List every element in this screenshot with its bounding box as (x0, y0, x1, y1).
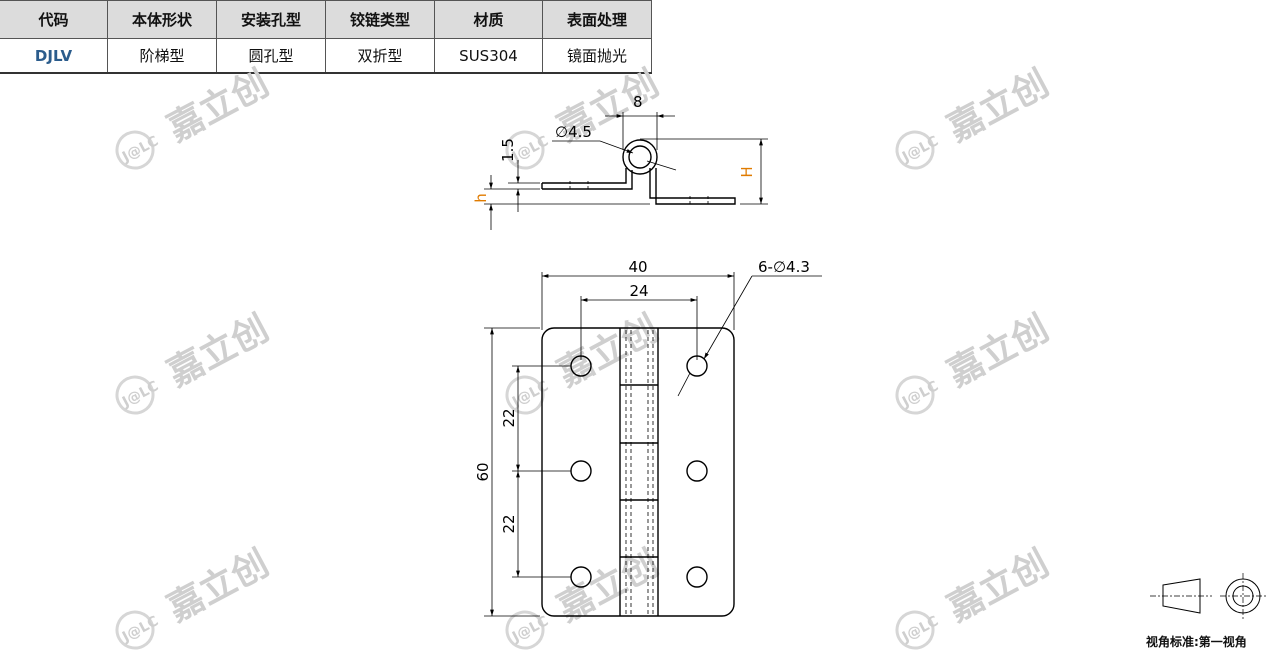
front-view (541, 327, 735, 617)
watermark-logo: J@LC (509, 378, 551, 411)
dim-top-width: 8 (633, 93, 643, 111)
watermarks: J@LC 嘉立创 J@LC 嘉立创 J@LC 嘉立创 J@LC 嘉立创 J@LC… (115, 63, 1056, 650)
watermark-name: 嘉立创 (941, 63, 1056, 150)
spec-table: 代码 本体形状 安装孔型 铰链类型 材质 表面处理 DJLV 阶梯型 圆孔型 双… (0, 0, 652, 74)
dim-pitch-2: 22 (500, 514, 518, 533)
watermark-logo: J@LC (119, 613, 161, 646)
dim-length: 60 (474, 462, 492, 481)
dim-hole-count: 6-∅4.3 (758, 258, 810, 276)
watermark-logo: J@LC (899, 613, 941, 646)
watermark-logo: J@LC (119, 133, 161, 166)
knuckle-hidden-lines (625, 330, 654, 614)
watermark-name: 嘉立创 (161, 63, 276, 150)
watermark-3: J@LC 嘉立创 (895, 63, 1056, 170)
projection-label: 视角标准:第一视角 (1146, 635, 1247, 649)
front-view-labels: 40 24 6-∅4.3 60 22 22 (474, 258, 810, 534)
watermark-logo: J@LC (509, 613, 551, 646)
projection-symbol (1150, 573, 1266, 619)
header-body-shape: 本体形状 (107, 0, 217, 39)
side-view-labels: 8 ∅4.5 1.5 h H (472, 93, 756, 203)
side-view (541, 139, 736, 206)
front-view-dims (484, 272, 822, 617)
cell-body-shape: 阶梯型 (107, 38, 217, 74)
cell-hole-type: 圆孔型 (216, 38, 326, 74)
side-left-flange (542, 168, 633, 190)
side-right-flange (649, 168, 736, 205)
watermark-9: J@LC 嘉立创 (895, 543, 1056, 650)
header-hinge-type: 铰链类型 (325, 0, 435, 39)
cell-hinge-type: 双折型 (325, 38, 435, 74)
dim-thickness: 1.5 (499, 138, 517, 162)
dim-height-H: H (738, 166, 756, 177)
watermark-5: J@LC 嘉立创 (505, 308, 666, 415)
watermark-name: 嘉立创 (161, 543, 276, 630)
spec-header-row: 代码 本体形状 安装孔型 铰链类型 材质 表面处理 (0, 0, 652, 39)
watermark-logo: J@LC (119, 378, 161, 411)
watermark-2: J@LC 嘉立创 (505, 63, 666, 170)
knuckle-segments (620, 384, 658, 558)
cell-code: DJLV (0, 38, 108, 74)
watermark-4: J@LC 嘉立创 (115, 308, 276, 415)
dim-step-h: h (472, 193, 490, 203)
dim-width-holes: 24 (629, 282, 648, 300)
watermark-name: 嘉立创 (941, 543, 1056, 630)
hole-right-middle (686, 460, 708, 482)
projection-cone-icon (1162, 578, 1201, 614)
watermark-name: 嘉立创 (161, 308, 276, 395)
dim-hole-dia: ∅4.5 (555, 123, 592, 141)
spec-data-row: DJLV 阶梯型 圆孔型 双折型 SUS304 镜面抛光 (0, 38, 652, 74)
dim-width-outer: 40 (628, 258, 647, 276)
hole-right-bottom (686, 566, 708, 588)
watermark-8: J@LC 嘉立创 (505, 543, 666, 650)
hole-left-middle (570, 460, 592, 482)
header-material: 材质 (434, 0, 543, 39)
hinge-plate-outline (541, 327, 735, 617)
watermark-name: 嘉立创 (941, 308, 1056, 395)
cell-material: SUS304 (434, 38, 543, 74)
header-surface: 表面处理 (542, 0, 652, 39)
watermark-logo: J@LC (899, 133, 941, 166)
watermark-logo: J@LC (899, 378, 941, 411)
header-hole-type: 安装孔型 (216, 0, 326, 39)
header-code: 代码 (0, 0, 108, 39)
side-hidden-lines (569, 181, 709, 206)
side-knuckle-outer (622, 139, 658, 175)
projection-circle-outer-icon (1225, 578, 1261, 614)
watermark-1: J@LC 嘉立创 (115, 63, 276, 170)
watermark-6: J@LC 嘉立创 (895, 308, 1056, 415)
dim-pitch-1: 22 (500, 408, 518, 427)
cell-surface: 镜面抛光 (542, 38, 652, 74)
side-knuckle-inner (628, 145, 652, 169)
side-view-dims (484, 112, 768, 230)
watermark-7: J@LC 嘉立创 (115, 543, 276, 650)
